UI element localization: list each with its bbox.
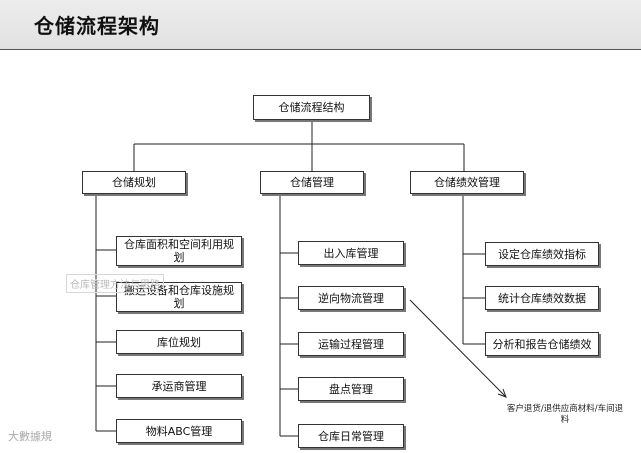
management-item: 运输过程管理	[298, 332, 404, 356]
branch-node-label: 仓储规划	[112, 176, 156, 189]
branch-node-label: 仓储管理	[290, 176, 334, 189]
planning-item-label: 搬运设备和仓库设施规划	[124, 284, 234, 310]
watermark: 仓库管理方法与思路	[66, 274, 164, 293]
management-item: 盘点管理	[298, 377, 404, 401]
performance-item: 设定仓库绩效指标	[485, 242, 599, 266]
planning-item: 承运商管理	[116, 374, 242, 398]
management-item-label: 运输过程管理	[318, 337, 384, 351]
root-node-label: 仓储流程结构	[278, 101, 345, 114]
planning-item-label: 承运商管理	[151, 379, 207, 393]
planning-item-label: 库位规划	[157, 335, 201, 349]
performance-item-label: 统计仓库绩效数据	[498, 291, 586, 305]
branch-node-performance: 仓储绩效管理	[410, 171, 524, 194]
management-item-label: 仓库日常管理	[318, 429, 384, 443]
branch-node-label: 仓储绩效管理	[434, 176, 500, 189]
management-item-label: 出入库管理	[323, 246, 379, 260]
management-item: 逆向物流管理	[298, 286, 404, 310]
performance-item-label: 分析和报告仓储绩效	[492, 337, 592, 351]
planning-item: 物料ABC管理	[116, 419, 242, 443]
planning-item: 搬运设备和仓库设施规划	[116, 282, 242, 312]
planning-item: 仓库面积和空间利用规划	[116, 236, 242, 266]
management-item-label: 逆向物流管理	[318, 291, 384, 305]
root-node: 仓储流程结构	[253, 95, 370, 120]
management-item: 仓库日常管理	[298, 424, 404, 448]
management-item-label: 盘点管理	[329, 382, 373, 396]
branch-node-planning: 仓储规划	[82, 171, 186, 194]
page-header: 仓储流程架构	[0, 0, 641, 50]
source-logo: 大數據規	[8, 430, 52, 443]
management-item: 出入库管理	[298, 241, 404, 265]
page-title: 仓储流程架构	[34, 14, 160, 38]
performance-item: 统计仓库绩效数据	[485, 286, 599, 310]
planning-item-label: 仓库面积和空间利用规划	[124, 238, 234, 264]
performance-item-label: 设定仓库绩效指标	[498, 247, 586, 261]
branch-node-management: 仓储管理	[260, 171, 364, 194]
planning-item: 库位规划	[116, 330, 242, 354]
performance-item: 分析和报告仓储绩效	[485, 332, 599, 356]
reverse-logistics-outcome: 客户退货/退供应商材料/车间退料	[506, 404, 624, 425]
planning-item-label: 物料ABC管理	[145, 424, 213, 438]
